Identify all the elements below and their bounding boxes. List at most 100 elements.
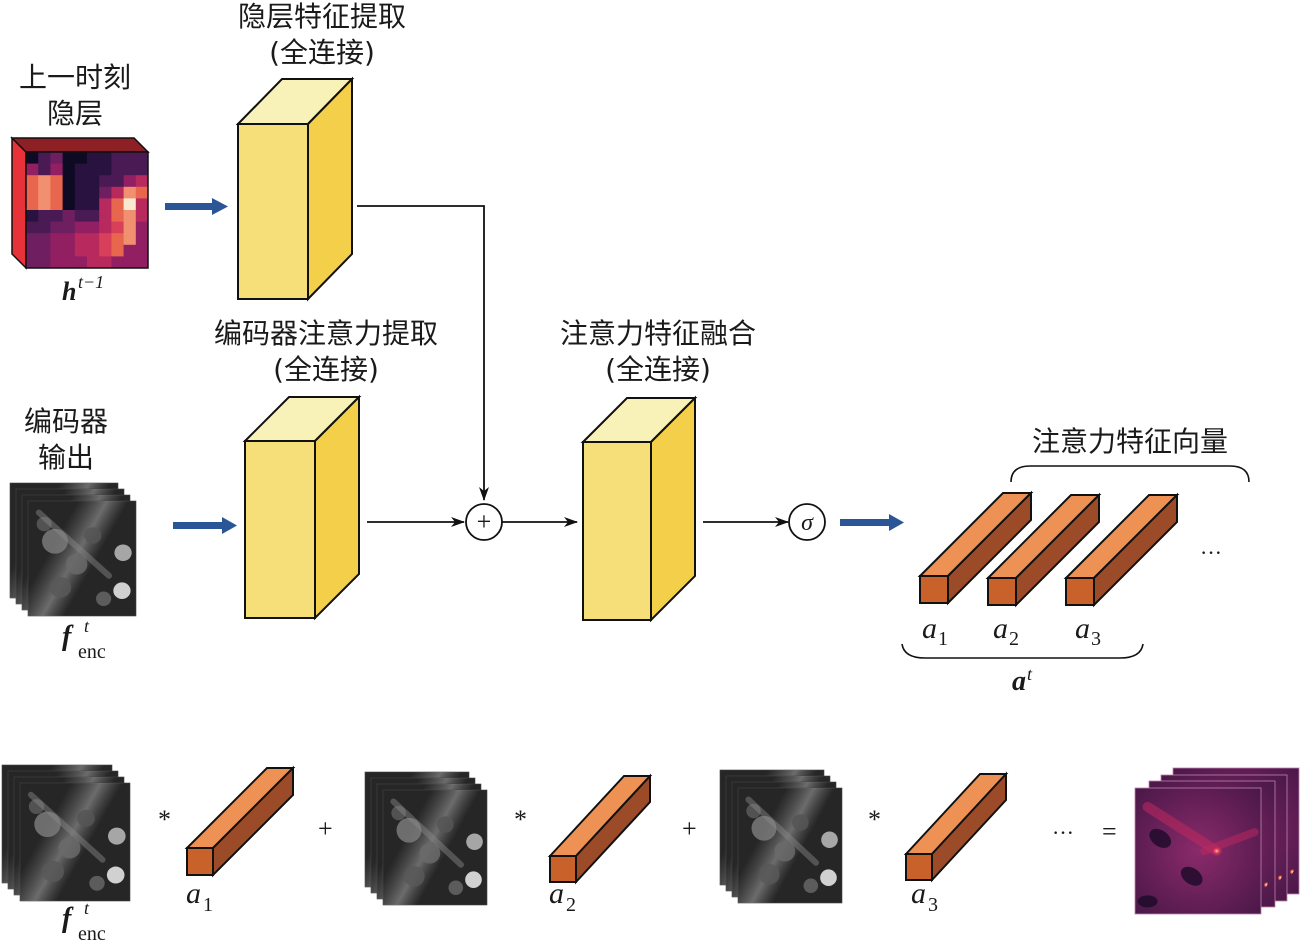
feature-map-layer <box>27 500 137 617</box>
multiply-3: * <box>868 805 881 834</box>
add-operator: + <box>465 503 503 541</box>
attention-bar-2 <box>985 492 1102 608</box>
heatmap-cell <box>87 152 100 165</box>
bar-front-face <box>919 575 949 604</box>
encoder-fc-title: 编码器注意力提取 <box>214 317 438 350</box>
equals-sign: = <box>1102 817 1117 846</box>
a3-label-base: a <box>1075 612 1090 645</box>
hidden-label-line2: 隐层 <box>47 97 103 130</box>
heatmap-cell <box>50 198 64 211</box>
heatmap-cell <box>74 210 88 223</box>
equation-weight-bar-2 <box>547 773 653 885</box>
heatmap-cell <box>135 244 149 257</box>
attention-vector-title: 注意力特征向量 <box>1032 425 1228 458</box>
heatmap-cell <box>74 221 88 234</box>
bar-front-face <box>1065 577 1095 606</box>
heatmap-cell <box>26 233 39 246</box>
heatmap-cell <box>99 163 112 176</box>
heatmap-cell <box>111 244 125 257</box>
heatmap-cell <box>111 163 125 176</box>
heatmap-cell <box>26 152 39 165</box>
heatmap-cell <box>123 198 137 211</box>
eq-a3-base: a <box>911 877 926 910</box>
hidden-fc-block <box>235 76 355 302</box>
heatmap-cell <box>38 175 51 188</box>
heatmap-cell <box>135 210 149 223</box>
eq-feature-symbol-base: f <box>62 903 74 934</box>
heatmap-cell <box>123 186 137 199</box>
fusion-fc-title: 注意力特征融合 <box>560 317 756 350</box>
eq-feature-symbol-sup: t <box>84 898 90 918</box>
heatmap-cell <box>38 152 51 165</box>
heatmap-cell <box>50 152 64 165</box>
heatmap-cell <box>99 198 112 211</box>
heatmap-cell <box>74 186 88 199</box>
fusion-fc-subtitle: (全连接) <box>605 353 711 386</box>
bar-front-face <box>987 577 1017 606</box>
a1-label-sub: 1 <box>938 628 948 650</box>
heatmap-cell <box>87 221 100 234</box>
heatmap-cell <box>135 186 149 199</box>
a2-label-base: a <box>993 612 1008 645</box>
heatmap-cell <box>87 244 100 257</box>
heatmap-cell <box>99 175 112 188</box>
connector-hidden-to-add <box>357 205 489 501</box>
encoder-label-line1: 编码器 <box>24 405 108 438</box>
heatmap-cell <box>87 256 100 269</box>
heatmap-cell <box>99 186 112 199</box>
heatmap-cell <box>135 221 149 234</box>
heatmap-cell <box>99 221 112 234</box>
heatmap-cell <box>50 233 64 246</box>
equation-ellipsis: ··· <box>1052 820 1074 845</box>
hidden-label-line1: 上一时刻 <box>19 61 131 94</box>
fusion-fc-block <box>580 395 698 623</box>
heatmap-cell <box>111 210 125 223</box>
heatmap-cell <box>62 152 76 165</box>
attention-bar-1 <box>917 490 1034 606</box>
add-symbol: + <box>477 507 492 536</box>
heatmap-cell <box>26 186 39 199</box>
heatmap-cell <box>87 210 100 223</box>
heatmap-cell <box>26 221 39 234</box>
heatmap-cell <box>123 256 137 269</box>
encoder-fc-block <box>242 394 362 621</box>
a2-label-sub: 2 <box>1009 628 1019 650</box>
heatmap-cell <box>74 163 88 176</box>
blue-arrow-encoder <box>173 517 237 534</box>
bar-front-face <box>186 847 214 876</box>
heatmap-cell <box>87 198 100 211</box>
eq-a1-sub: 1 <box>203 894 213 916</box>
heatmap-cell <box>38 233 51 246</box>
heatmap-cell <box>62 198 76 211</box>
feature-map-layer <box>382 789 488 906</box>
eq-a1-base: a <box>186 877 201 910</box>
heatmap-cell <box>87 233 100 246</box>
heatmap-cell <box>38 256 51 269</box>
heatmap-cell <box>50 163 64 176</box>
equation-feature-stack-2 <box>364 771 488 906</box>
heatmap-cell <box>123 233 137 246</box>
sigmoid-symbol: σ <box>801 510 814 536</box>
hidden-symbol-base: h <box>62 277 76 306</box>
heatmap-cell <box>50 175 64 188</box>
heatmap-cell <box>135 163 149 176</box>
heatmap-cell <box>62 233 76 246</box>
top-brace <box>1010 465 1250 483</box>
heatmap-cell <box>62 186 76 199</box>
heatmap-cell <box>135 175 149 188</box>
heatmap-cell <box>50 186 64 199</box>
heatmap-cell <box>123 175 137 188</box>
heatmap-cell <box>38 163 51 176</box>
attention-symbol-base: a <box>1012 666 1026 697</box>
encoder-fc-subtitle: (全连接) <box>273 353 379 386</box>
heatmap-cell <box>50 256 64 269</box>
blue-arrow-hidden <box>165 198 228 215</box>
heatmap-cell <box>74 152 88 165</box>
hidden-cube-top <box>10 137 150 153</box>
hidden-cube-side <box>11 136 27 270</box>
heatmap-cell <box>123 221 137 234</box>
feature-map-layer <box>19 782 131 902</box>
equation-weight-bar-1 <box>184 765 296 878</box>
heatmap-cell <box>99 244 112 257</box>
attention-bars <box>917 490 1180 608</box>
